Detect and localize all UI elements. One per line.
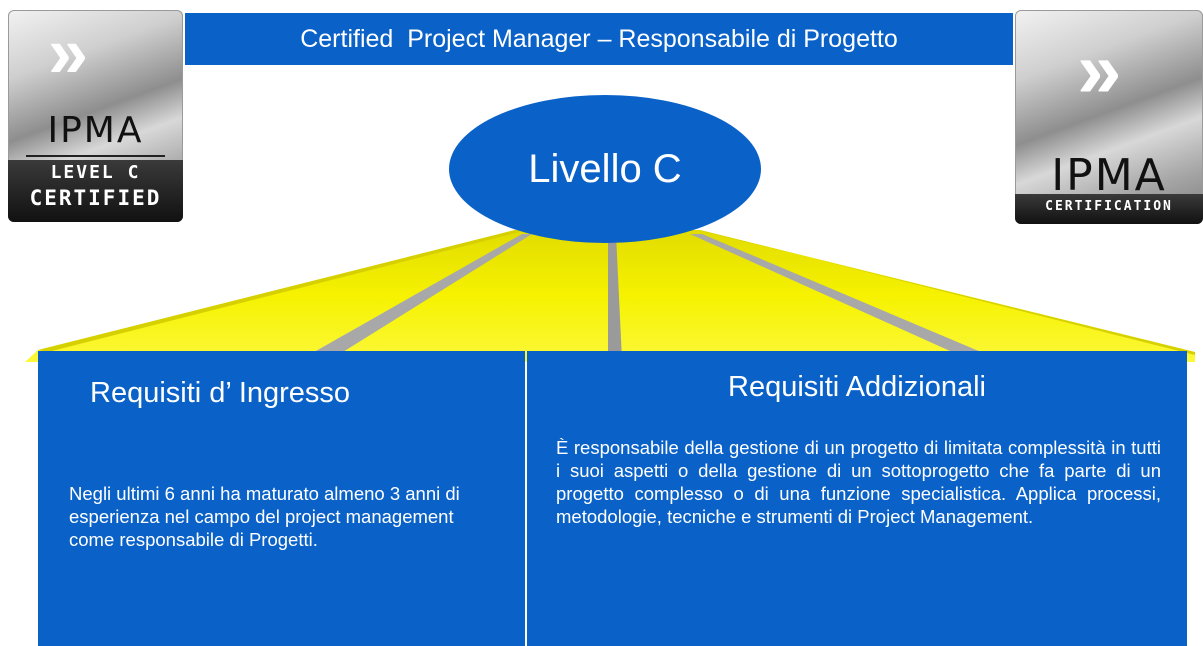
banner-title: Certified Project Manager – Responsabile… <box>300 24 898 53</box>
badge-footer <box>1015 194 1203 224</box>
badge-footer <box>8 160 183 222</box>
level-label: Livello C <box>528 146 682 191</box>
additional-requirements-text: È responsabile della gestione di un prog… <box>556 437 1161 527</box>
road-line-right <box>690 234 1000 360</box>
badge-line1: CERTIFICATION <box>1045 199 1173 214</box>
ipma-level-c-badge: » IPMA LEVEL C CERTIFIED <box>8 10 183 222</box>
road-edge-left <box>38 230 520 352</box>
entry-requirements-text: Negli ultimi 6 anni ha maturato almeno 3… <box>69 483 460 550</box>
road-edge-right <box>700 230 1195 355</box>
badge-line1: LEVEL C <box>50 162 141 183</box>
entry-requirements-title: Requisiti d’ Ingresso <box>90 377 351 409</box>
double-chevron-right-icon: » <box>48 13 89 93</box>
ipma-certification-badge: » IPMA CERTIFICATION <box>1015 10 1203 224</box>
road-line-center <box>608 234 622 360</box>
title-banner: Certified Project Manager – Responsabile… <box>185 13 1013 65</box>
road-line-left <box>300 234 532 360</box>
additional-requirements-title: Requisiti Addizionali <box>728 371 986 403</box>
badge-logo-text: IPMA <box>47 110 144 151</box>
badge-logo-text: IPMA <box>1051 150 1167 201</box>
badge-line2: CERTIFIED <box>29 186 162 210</box>
entry-requirements-box: Requisiti d’ Ingresso Negli ultimi 6 ann… <box>38 351 525 646</box>
level-ellipse: Livello C <box>449 95 761 243</box>
additional-requirements-box: Requisiti Addizionali È responsabile del… <box>527 351 1187 646</box>
double-chevron-right-icon: » <box>1077 25 1122 114</box>
badge-divider <box>26 155 165 157</box>
